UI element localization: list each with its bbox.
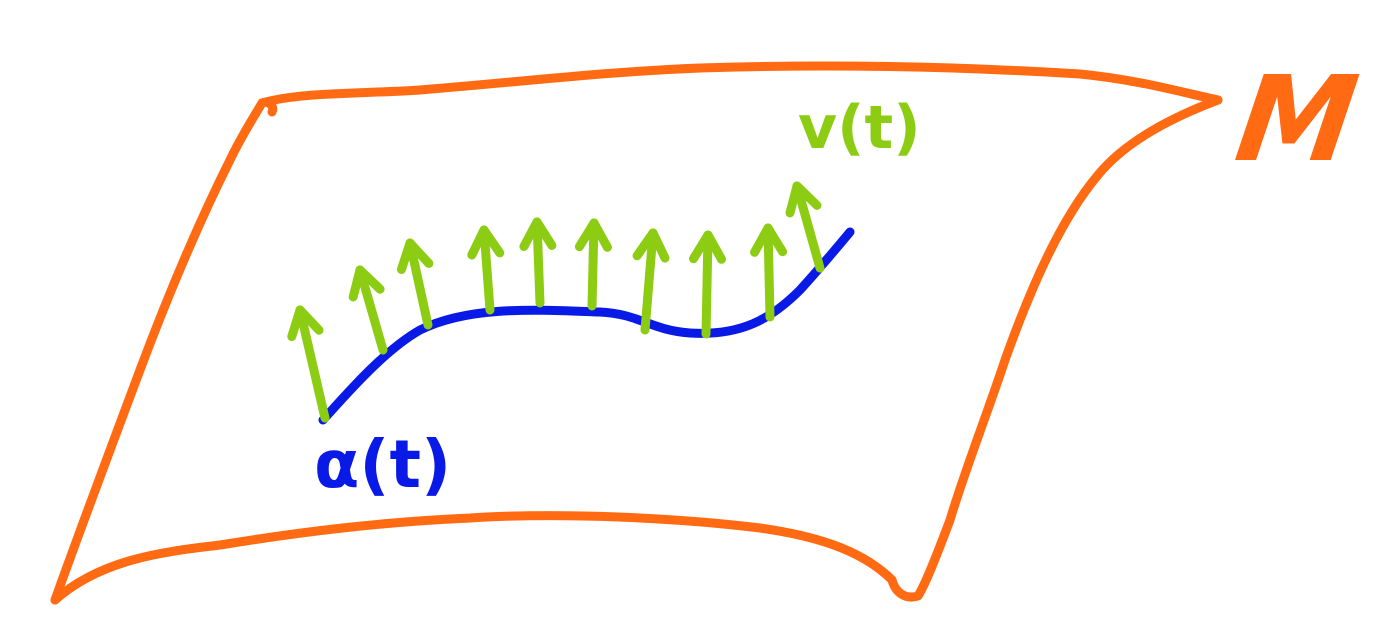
vector-arrow-shaft — [405, 238, 433, 330]
vector-arrow-shaft — [355, 265, 388, 355]
vector-arrow — [348, 265, 388, 355]
vector-arrow — [396, 238, 434, 330]
vector-arrow-head — [348, 265, 385, 302]
vector-arrow-shaft — [763, 223, 775, 322]
vector-arrow-head — [785, 181, 822, 218]
vector-arrow-shaft — [479, 225, 495, 315]
vector-arrow-head — [574, 218, 612, 252]
vector-arrow-shaft — [295, 305, 330, 423]
vector-arrow — [689, 230, 727, 339]
vector-arrow-head — [519, 217, 557, 252]
vector-arrow-head — [750, 223, 788, 257]
surface-bottom-edge — [50, 511, 897, 605]
vector-arrow — [632, 228, 670, 335]
vector-arrow-head — [632, 228, 670, 263]
vector-arrow-head — [467, 225, 505, 260]
vector-arrow — [467, 225, 505, 315]
vector-arrow-shaft — [792, 181, 825, 273]
vector-arrow — [785, 181, 825, 273]
curve-alpha — [318, 227, 855, 425]
surface-top-edge — [257, 61, 1223, 108]
vector-arrow-head — [689, 230, 727, 264]
vector-arrow — [519, 217, 557, 308]
vector-arrow — [574, 218, 612, 311]
vector-arrow-head — [287, 305, 324, 342]
vector-arrow-shaft — [640, 228, 658, 335]
surface-right-edge — [887, 95, 1223, 602]
vector-arrow — [287, 305, 330, 423]
vector-arrow-shaft — [532, 217, 545, 308]
surface-m — [50, 61, 1223, 605]
vector-field-label: v(t) — [798, 93, 921, 163]
vector-arrow-shaft — [587, 218, 599, 311]
vector-arrow-shaft — [701, 230, 713, 339]
surface-left-edge — [50, 97, 278, 605]
vector-arrow-head — [396, 238, 434, 274]
vector-field-v — [287, 181, 825, 423]
vector-arrow — [750, 223, 788, 322]
curve-label-alpha: α(t) — [314, 426, 451, 503]
surface-label-m: M — [1229, 51, 1366, 188]
